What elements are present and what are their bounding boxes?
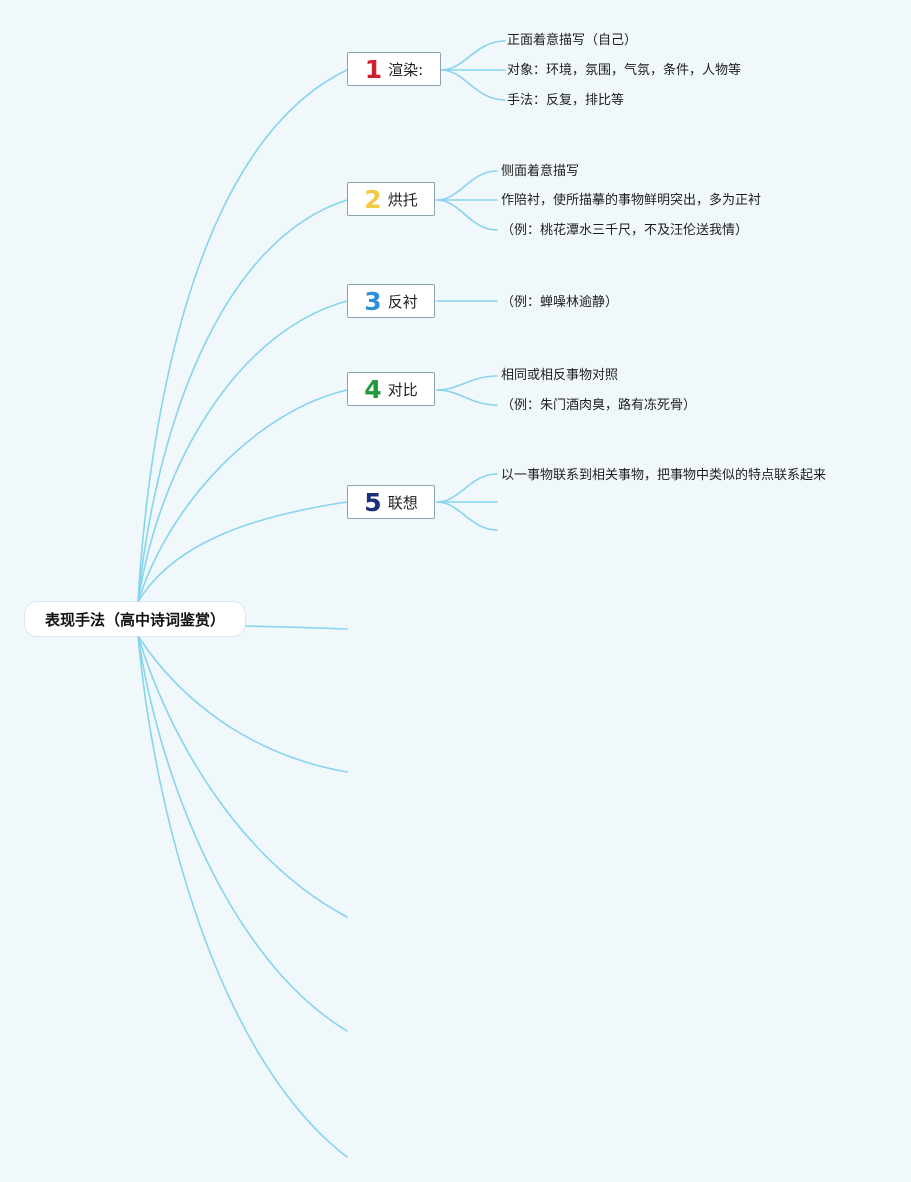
connector-root-topic-3 (137, 300, 348, 603)
topic-3-number: 3 (364, 286, 382, 316)
connector-root-topic-5 (137, 501, 348, 603)
topic-3-label: 反衬 (387, 292, 418, 311)
connector-t5-c (436, 501, 498, 531)
topic-2-node[interactable]: 2 烘托 (347, 182, 435, 216)
topic-1-child-3[interactable]: 手法：反复，排比等 (507, 93, 625, 108)
connector-root-topic-4 (137, 389, 348, 603)
topic-1-child-1[interactable]: 正面着意描写（自己） (507, 33, 638, 48)
topic-1-node[interactable]: 1 渲染: (347, 52, 441, 86)
root-topic-title: 表现手法（高中诗词鉴赏） (44, 610, 225, 629)
connector-root-empty-4 (137, 635, 348, 1032)
topic-2-number: 2 (364, 184, 382, 214)
topic-5-number: 5 (364, 487, 382, 517)
connector-t4-a (436, 375, 498, 391)
connector-t1-c (440, 69, 506, 101)
topic-5-child-1[interactable]: 以一事物联系到相关事物，把事物中类似的特点联系起来 (501, 468, 827, 483)
topic-2-child-2[interactable]: 作陪衬，使所描摹的事物鲜明突出，多为正衬 (501, 193, 762, 208)
topic-4-child-1[interactable]: 相同或相反事物对照 (501, 368, 619, 383)
connector-root-empty-5 (137, 635, 348, 1158)
topic-2-child-1[interactable]: 侧面着意描写 (501, 164, 580, 179)
topic-4-number: 4 (364, 374, 382, 404)
topic-1-number: 1 (364, 54, 383, 84)
topic-2-label: 烘托 (387, 190, 418, 209)
topic-5-label: 联想 (387, 493, 418, 512)
topic-1-child-2[interactable]: 对象：环境，氛围，气氛，条件，人物等 (507, 63, 742, 78)
topic-5-node[interactable]: 5 联想 (347, 485, 435, 519)
connector-root-empty-2 (137, 635, 348, 773)
connector-t2-c (436, 199, 498, 231)
topic-4-child-2[interactable]: （例：朱门酒肉臭，路有冻死骨） (501, 398, 697, 413)
connector-root-empty-1 (244, 625, 348, 630)
topic-4-node[interactable]: 4 对比 (347, 372, 435, 406)
connector-t2-a (436, 170, 498, 201)
topic-2-child-3[interactable]: （例：桃花潭水三千尺，不及汪伦送我情） (501, 223, 749, 238)
connector-t4-b (436, 389, 498, 406)
connector-t1-a (440, 40, 506, 71)
connector-root-topic-1 (137, 69, 348, 603)
connector-t5-a (436, 473, 498, 503)
connector-root-empty-3 (137, 635, 348, 918)
connector-root-topic-2 (137, 199, 348, 603)
topic-4-label: 对比 (387, 380, 418, 399)
topic-1-label: 渲染: (388, 60, 424, 79)
topic-3-child-1[interactable]: （例：蝉噪林逾静） (501, 295, 619, 310)
topic-3-node[interactable]: 3 反衬 (347, 284, 435, 318)
root-topic[interactable]: 表现手法（高中诗词鉴赏） (25, 602, 245, 636)
